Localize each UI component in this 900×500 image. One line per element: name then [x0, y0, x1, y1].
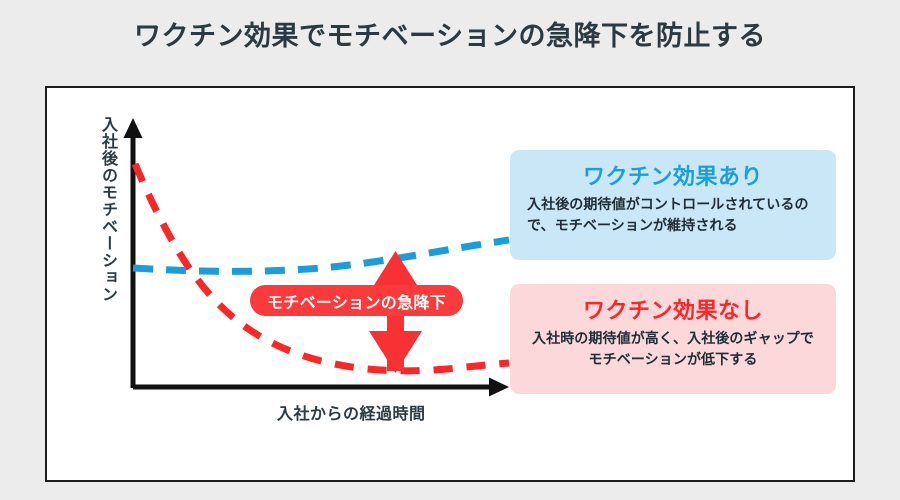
y-axis	[123, 118, 143, 388]
x-axis	[133, 377, 509, 397]
x-axis-label: 入社からの経過時間	[277, 406, 426, 423]
legend-panel-without-vaccine-heading: ワクチン効果なし	[582, 298, 763, 323]
page-title: ワクチン効果でモチベーションの急降下を防止する	[134, 21, 766, 51]
y-axis-arrowhead	[123, 118, 143, 138]
series-line-without-vaccine	[131, 162, 510, 375]
chart-plot-area: 入社後のモチベーション 入社からの経過時間 モチベーションの急降下	[47, 88, 517, 484]
x-axis-arrowhead	[489, 377, 509, 397]
legend-panel-with-vaccine-body: 入社後の期待値がコントロールされているので、モチベーションが維持される	[527, 196, 809, 234]
legend-panel-with-vaccine: ワクチン効果あり 入社後の期待値がコントロールされているので、モチベーションが維…	[510, 150, 836, 260]
legend-panel-with-vaccine-heading: ワクチン効果あり	[582, 164, 763, 189]
status-badge-motivation-drop: モチベーションの急降下	[250, 285, 463, 316]
legend-panel-without-vaccine: ワクチン効果なし 入社時の期待値が高く、入社後のギャップでモチベーションが低下す…	[510, 284, 836, 394]
y-axis-label: 入社後のモチベーション	[99, 116, 116, 303]
legend-panel-without-vaccine-body: 入社時の期待値が高く、入社後のギャップでモチベーションが低下する	[532, 330, 814, 368]
figure-card: 入社後のモチベーション 入社からの経過時間 モチベーションの急降下 ワクチン効果…	[45, 86, 855, 482]
